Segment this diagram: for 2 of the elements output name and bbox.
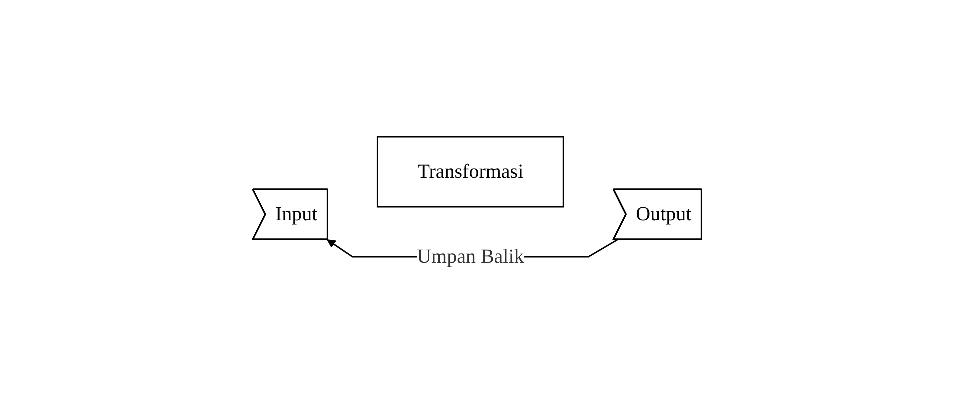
node-box: Transformasi — [377, 136, 565, 208]
edge-label: Umpan Balik — [417, 246, 524, 268]
